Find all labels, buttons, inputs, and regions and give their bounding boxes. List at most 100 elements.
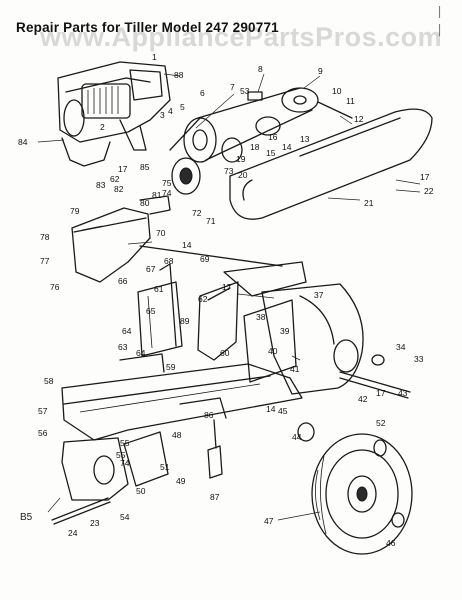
callout-76: 76 bbox=[50, 282, 60, 292]
belt-cover bbox=[229, 108, 433, 220]
engine-part bbox=[57, 61, 171, 167]
bracket-assembly bbox=[137, 245, 307, 383]
callout-62: 62 bbox=[198, 294, 208, 304]
callout-61: 61 bbox=[154, 284, 164, 294]
callout-20: 20 bbox=[238, 170, 248, 180]
callout-82: 82 bbox=[114, 184, 124, 194]
callout-75: 75 bbox=[162, 178, 172, 188]
callout-84: 84 bbox=[18, 137, 28, 147]
callout-60: 60 bbox=[220, 348, 230, 358]
callout-53: 53 bbox=[240, 86, 250, 96]
callout-66: 66 bbox=[118, 276, 128, 286]
callout-63: 63 bbox=[118, 342, 128, 352]
callout-19: 19 bbox=[236, 154, 246, 164]
callout-40: 40 bbox=[268, 346, 278, 356]
callout-17b: 17 bbox=[420, 172, 430, 182]
callout-58: 58 bbox=[44, 376, 54, 386]
callout-89: 89 bbox=[180, 316, 190, 326]
callout-78: 78 bbox=[40, 232, 50, 242]
callout-64b: 64 bbox=[136, 348, 146, 358]
callout-44: 44 bbox=[292, 432, 302, 442]
callout-17d: 17 bbox=[376, 388, 386, 398]
axle bbox=[339, 354, 411, 399]
callout-10: 10 bbox=[332, 86, 342, 96]
callout-55b: 55 bbox=[116, 450, 126, 460]
side-mark: —— —— bbox=[434, 6, 445, 37]
callout-38: 38 bbox=[256, 312, 266, 322]
callout-4: 4 bbox=[168, 106, 173, 116]
callout-87: 87 bbox=[210, 492, 220, 502]
callout-24: 24 bbox=[68, 528, 78, 538]
pulley-belt-assembly bbox=[169, 87, 353, 195]
callout-56: 56 bbox=[38, 428, 48, 438]
page-reference: B5 bbox=[20, 512, 33, 523]
callout-59: 59 bbox=[166, 362, 176, 372]
callout-42: 42 bbox=[358, 394, 368, 404]
callout-33: 33 bbox=[414, 354, 424, 364]
callout-9: 9 bbox=[318, 66, 323, 76]
callout-81: 81 bbox=[152, 190, 162, 200]
callout-37: 37 bbox=[314, 290, 324, 300]
callout-14: 14 bbox=[282, 142, 292, 152]
callout-73: 73 bbox=[224, 166, 234, 176]
callout-14b: 14 bbox=[182, 240, 192, 250]
callout-85: 85 bbox=[140, 162, 150, 172]
callout-74b: 74 bbox=[120, 458, 130, 468]
callout-74: 74 bbox=[162, 188, 172, 198]
callout-34: 34 bbox=[396, 342, 406, 352]
callout-12: 12 bbox=[354, 114, 364, 124]
callout-15: 15 bbox=[266, 148, 276, 158]
callout-86: 86 bbox=[204, 410, 214, 420]
callout-80: 80 bbox=[140, 198, 150, 208]
callout-69: 69 bbox=[200, 254, 210, 264]
callout-52: 52 bbox=[376, 418, 386, 428]
callout-49: 49 bbox=[176, 476, 186, 486]
callout-41: 41 bbox=[290, 364, 300, 374]
callout-14c: 14 bbox=[266, 404, 276, 414]
callout-18: 18 bbox=[250, 142, 260, 152]
callout-72: 72 bbox=[192, 208, 202, 218]
callout-51: 51 bbox=[160, 462, 170, 472]
shield-plate bbox=[71, 195, 171, 283]
callout-39: 39 bbox=[280, 326, 290, 336]
callout-64: 64 bbox=[122, 326, 132, 336]
callout-71: 71 bbox=[206, 216, 216, 226]
callout-2: 2 bbox=[100, 122, 105, 132]
wheel-assembly bbox=[297, 422, 413, 555]
callout-17: 17 bbox=[118, 164, 128, 174]
callout-79: 79 bbox=[70, 206, 80, 216]
handle-bracket bbox=[51, 419, 223, 525]
callout-1: 1 bbox=[152, 52, 157, 62]
callout-54: 54 bbox=[120, 512, 130, 522]
callout-23: 23 bbox=[90, 518, 100, 528]
leader-lines bbox=[37, 73, 421, 521]
callout-67: 67 bbox=[146, 264, 156, 274]
callout-17c: 17 bbox=[222, 282, 232, 292]
callout-8: 8 bbox=[258, 64, 263, 74]
callout-21: 21 bbox=[364, 198, 374, 208]
callout-48: 48 bbox=[172, 430, 182, 440]
callout-46: 46 bbox=[386, 538, 396, 548]
main-frame bbox=[61, 353, 303, 441]
callout-57: 57 bbox=[38, 406, 48, 416]
callout-11: 11 bbox=[346, 96, 355, 106]
callout-43: 43 bbox=[398, 388, 408, 398]
callout-83: 83 bbox=[96, 180, 106, 190]
callout-13: 13 bbox=[300, 134, 310, 144]
callout-70: 70 bbox=[156, 228, 166, 238]
callout-22: 22 bbox=[424, 186, 434, 196]
callout-5: 5 bbox=[180, 102, 185, 112]
callout-3: 3 bbox=[160, 110, 165, 120]
callout-65: 65 bbox=[146, 306, 156, 316]
callout-68: 68 bbox=[164, 256, 174, 266]
callout-47: 47 bbox=[264, 516, 274, 526]
callout-50: 50 bbox=[136, 486, 146, 496]
transmission-housing bbox=[261, 283, 364, 395]
callout-55: 55 bbox=[120, 438, 130, 448]
callout-16: 16 bbox=[268, 132, 278, 142]
callout-7: 7 bbox=[230, 82, 235, 92]
callout-45: 45 bbox=[278, 406, 288, 416]
callout-62b: 62 bbox=[110, 174, 120, 184]
